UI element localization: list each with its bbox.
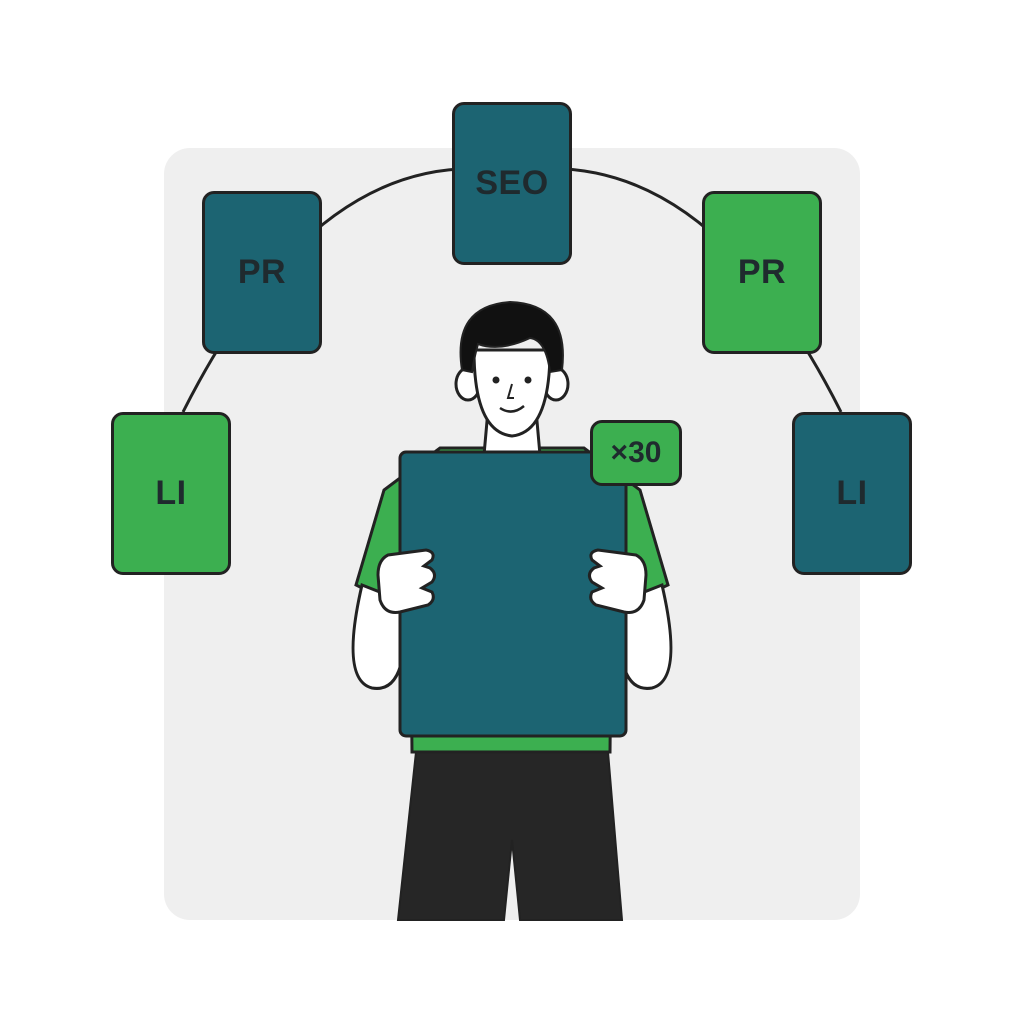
right-hand	[587, 548, 648, 614]
hair	[459, 300, 564, 374]
multiplier-badge-label: ×30	[610, 436, 662, 469]
pants	[396, 751, 624, 921]
card-pr-right-label: PR	[737, 253, 787, 291]
card-li-left-label: LI	[155, 474, 187, 512]
card-pr-left-label: PR	[237, 253, 287, 291]
left-eye	[492, 376, 500, 384]
card-li-left: LI	[111, 412, 231, 575]
card-seo: SEO	[452, 102, 572, 265]
face	[472, 348, 552, 438]
right-eye	[524, 376, 532, 384]
multiplier-badge: ×30	[590, 420, 682, 486]
card-li-right-label: LI	[836, 474, 868, 512]
smile	[499, 405, 525, 413]
card-pr-left: PR	[202, 191, 322, 354]
nose	[506, 383, 514, 399]
left-hand	[376, 548, 437, 614]
card-seo-label: SEO	[475, 164, 549, 202]
card-pr-right: PR	[702, 191, 822, 354]
card-li-right: LI	[792, 412, 912, 575]
